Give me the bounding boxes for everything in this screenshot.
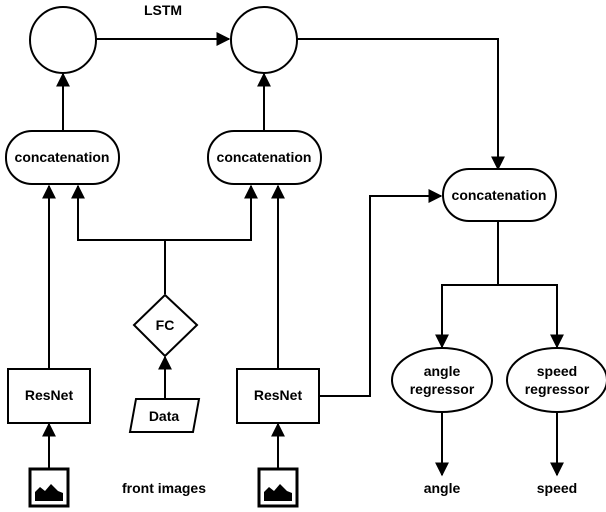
- data-label: Data: [149, 408, 180, 424]
- data-node: Data: [128, 398, 201, 433]
- resnet-left-label: ResNet: [25, 387, 74, 403]
- image-icon: [257, 467, 299, 508]
- concatenation-left-node: concatenation: [5, 130, 120, 185]
- edges: [42, 32, 564, 477]
- angle-output-label: angle: [424, 480, 461, 496]
- edge-concat-right-angle-regressor: [435, 222, 499, 349]
- lstm-cell-1: [29, 6, 97, 74]
- resnet-left-node: ResNet: [7, 368, 91, 424]
- fc-node: FC: [132, 293, 199, 358]
- resnet-right-label: ResNet: [254, 387, 303, 403]
- concatenation-right-node: concatenation: [442, 168, 557, 222]
- angle-regressor-label-line1: angle: [424, 363, 461, 379]
- edge-lstm2-concat-right: [297, 38, 505, 171]
- concatenation-right-label: concatenation: [452, 187, 547, 203]
- front-images-label: front images: [122, 480, 206, 496]
- speed-regressor-label-line1: speed: [537, 363, 577, 379]
- concatenation-left-label: concatenation: [15, 149, 110, 165]
- concatenation-mid-label: concatenation: [217, 149, 312, 165]
- edge-resnet-right-concat-right: [320, 189, 443, 397]
- speed-regressor-label-line2: regressor: [525, 381, 590, 397]
- speed-output-label: speed: [537, 480, 577, 496]
- concatenation-mid-node: concatenation: [207, 130, 322, 185]
- angle-regressor-node: angle regressor: [391, 347, 493, 413]
- angle-regressor-label-line2: regressor: [410, 381, 475, 397]
- edge-fc-concat-left: [71, 184, 166, 294]
- resnet-right-node: ResNet: [236, 368, 320, 424]
- lstm-label: LSTM: [144, 2, 182, 18]
- lstm-cell-2: [230, 6, 298, 74]
- edge-fc-concat-mid: [165, 184, 258, 241]
- edge-concat-right-speed-regressor: [498, 284, 564, 349]
- fc-label: FC: [156, 317, 175, 333]
- speed-regressor-node: speed regressor: [506, 347, 606, 413]
- image-icon: [28, 467, 70, 508]
